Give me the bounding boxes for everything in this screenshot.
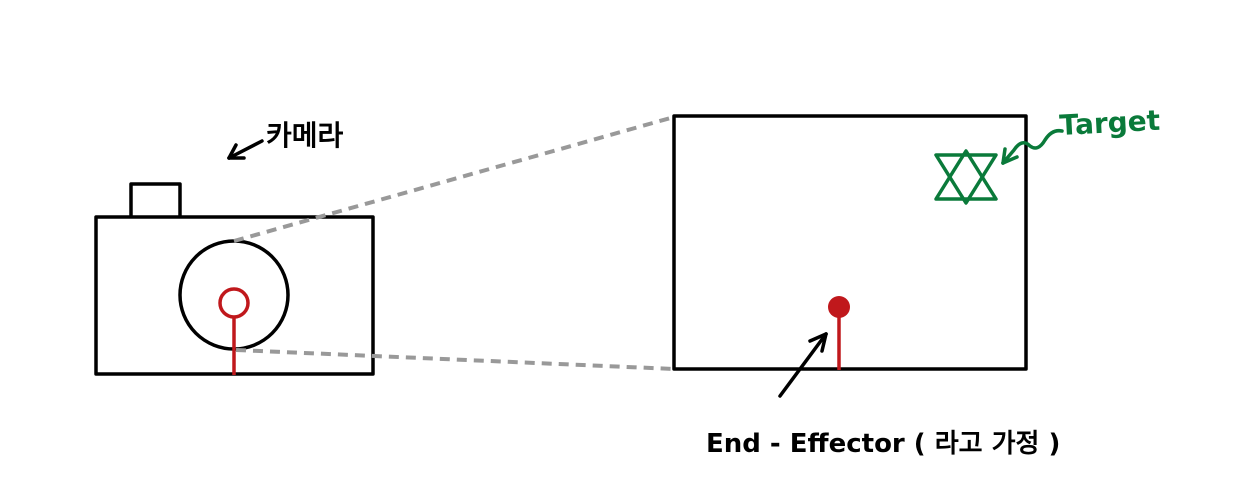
end-effector-arrow-icon <box>778 332 828 398</box>
camera-label-arrow-icon <box>227 139 264 160</box>
camera-viewfinder <box>129 182 182 220</box>
view-end-effector-icon <box>828 296 850 370</box>
camera-label: 카메라 <box>266 119 344 152</box>
target-label: Target <box>1059 104 1161 142</box>
target-star-icon <box>934 149 998 205</box>
target-label-arrow-icon <box>1001 128 1064 165</box>
projection-lines <box>233 115 675 371</box>
projection-line-bottom <box>235 348 675 371</box>
lens-end-effector-icon <box>218 287 250 375</box>
camera-view-frame <box>672 114 1028 371</box>
projection-line-top <box>233 115 675 243</box>
end-effector-label: End - Effector ( 라고 가정 ) <box>706 429 1060 459</box>
camera <box>94 182 375 376</box>
